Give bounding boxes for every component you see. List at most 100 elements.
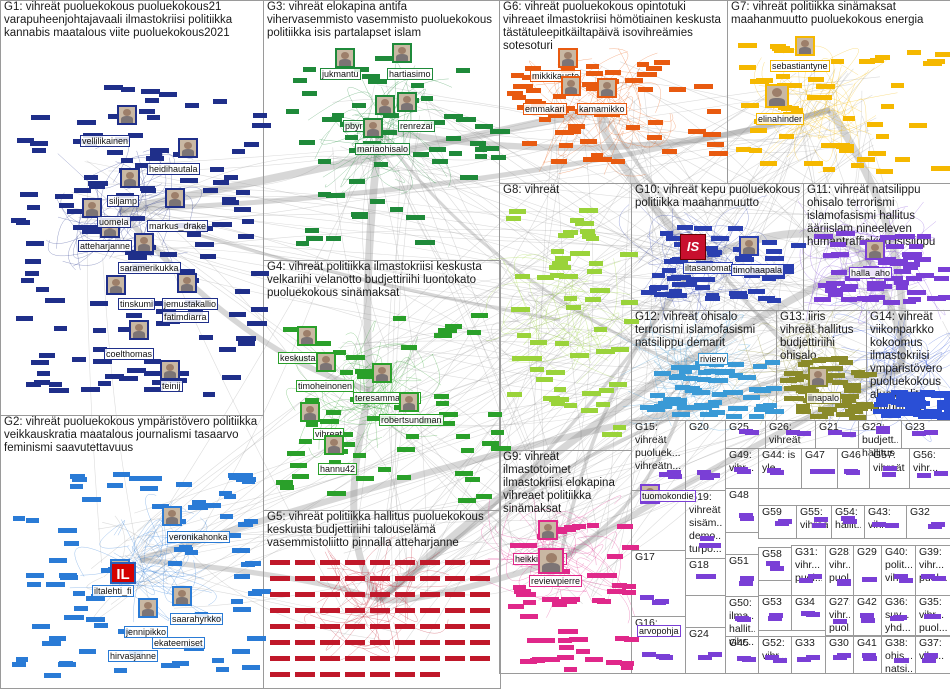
vertex: [890, 616, 904, 621]
vertex: [482, 441, 499, 446]
vertex: [44, 673, 60, 678]
vertex: [128, 255, 147, 260]
vertex: [79, 649, 96, 654]
vertex: [434, 394, 449, 399]
vertex: [655, 599, 669, 604]
vertex: [397, 475, 410, 480]
vertex: [874, 402, 888, 407]
vertex: [54, 326, 67, 331]
group-box-g5: G5: vihreät politiikka hallitus puolueko…: [263, 510, 501, 689]
vertex: [12, 662, 26, 667]
vertex: [49, 636, 67, 641]
avatar-halla-aho: [865, 240, 885, 260]
vertex: [244, 142, 260, 147]
vertex: [833, 619, 847, 624]
vertex: [554, 387, 566, 392]
avatar-emmakari: [561, 76, 581, 96]
vertex: [585, 297, 601, 302]
group-label: G32: [910, 506, 947, 519]
vertex: [445, 656, 465, 661]
vertex: [654, 404, 672, 409]
vertex: [861, 618, 875, 623]
vertex: [862, 577, 876, 582]
vertex: [295, 640, 315, 645]
group-label: G9: vihreät ilmastotoimet ilmastokriisi …: [503, 451, 628, 516]
vertex: [303, 67, 316, 72]
group-label: G33: [795, 637, 822, 650]
vertex-label-iinapalo: iinapalo: [806, 392, 841, 404]
vertex: [837, 653, 851, 658]
vertex: [739, 513, 753, 518]
vertex: [801, 611, 815, 616]
vertex: [506, 216, 521, 221]
vertex: [804, 161, 823, 166]
vertex-label-tuomokondie: tuomokondie: [640, 490, 696, 502]
vertex: [903, 265, 919, 270]
vertex: [421, 96, 433, 101]
vertex: [370, 576, 390, 581]
avatar-uomela: [82, 198, 102, 218]
vertex: [299, 140, 316, 145]
vertex: [216, 667, 229, 672]
vertex: [270, 576, 290, 581]
vertex-label-heidihautala: heidihautala: [147, 163, 200, 175]
vertex: [219, 491, 232, 496]
vertex: [270, 608, 290, 613]
avatar-coelthomas: [129, 320, 149, 340]
vertex: [566, 305, 580, 310]
vertex: [465, 477, 480, 482]
vertex: [517, 333, 530, 338]
vertex: [121, 158, 133, 163]
vertex-label-vellilikainen: vellilikainen: [80, 135, 130, 147]
vertex-label-uomela: uomela: [97, 216, 131, 228]
vertex: [570, 251, 590, 256]
vertex-label-tinskumi: tinskumi: [118, 298, 155, 310]
vertex: [637, 72, 656, 77]
vertex: [345, 640, 365, 645]
vertex: [555, 341, 569, 346]
avatar-iinapalo: [808, 367, 828, 387]
vertex-label-arvopohja: arvopohja: [637, 625, 681, 637]
vertex: [180, 178, 199, 183]
vertex: [647, 135, 662, 140]
vertex: [765, 409, 785, 414]
vertex: [738, 43, 756, 48]
vertex: [370, 624, 390, 629]
vertex: [160, 252, 178, 257]
vertex: [26, 573, 45, 578]
vertex: [395, 672, 415, 677]
avatar-heikkiuutiset: [538, 520, 558, 540]
vertex: [143, 476, 162, 481]
vertex: [449, 151, 462, 156]
vertex: [374, 162, 388, 167]
vertex: [765, 256, 784, 261]
vertex: [210, 167, 224, 172]
vertex: [568, 129, 581, 134]
vertex: [46, 582, 66, 587]
vertex: [139, 109, 155, 114]
vertex: [662, 268, 676, 273]
vertex: [908, 297, 922, 302]
vertex: [491, 430, 503, 435]
avatar-heidihautala: [178, 138, 198, 158]
vertex: [445, 624, 465, 629]
vertex: [909, 123, 927, 128]
vertex: [932, 576, 946, 581]
avatar-teinij: [160, 360, 180, 380]
vertex: [370, 608, 390, 613]
vertex: [918, 401, 931, 406]
vertex: [537, 275, 554, 280]
vertex: [739, 581, 753, 586]
vertex: [20, 192, 39, 197]
vertex-label-ekateemiset: ekateemiset: [152, 637, 205, 649]
vertex: [461, 448, 474, 453]
vertex: [564, 667, 578, 672]
vertex: [233, 607, 251, 612]
vertex: [445, 560, 465, 565]
vertex: [891, 83, 904, 88]
vertex: [232, 548, 250, 553]
vertex: [654, 371, 671, 376]
vertex: [141, 89, 160, 94]
vertex: [140, 186, 155, 191]
vertex: [923, 61, 943, 66]
